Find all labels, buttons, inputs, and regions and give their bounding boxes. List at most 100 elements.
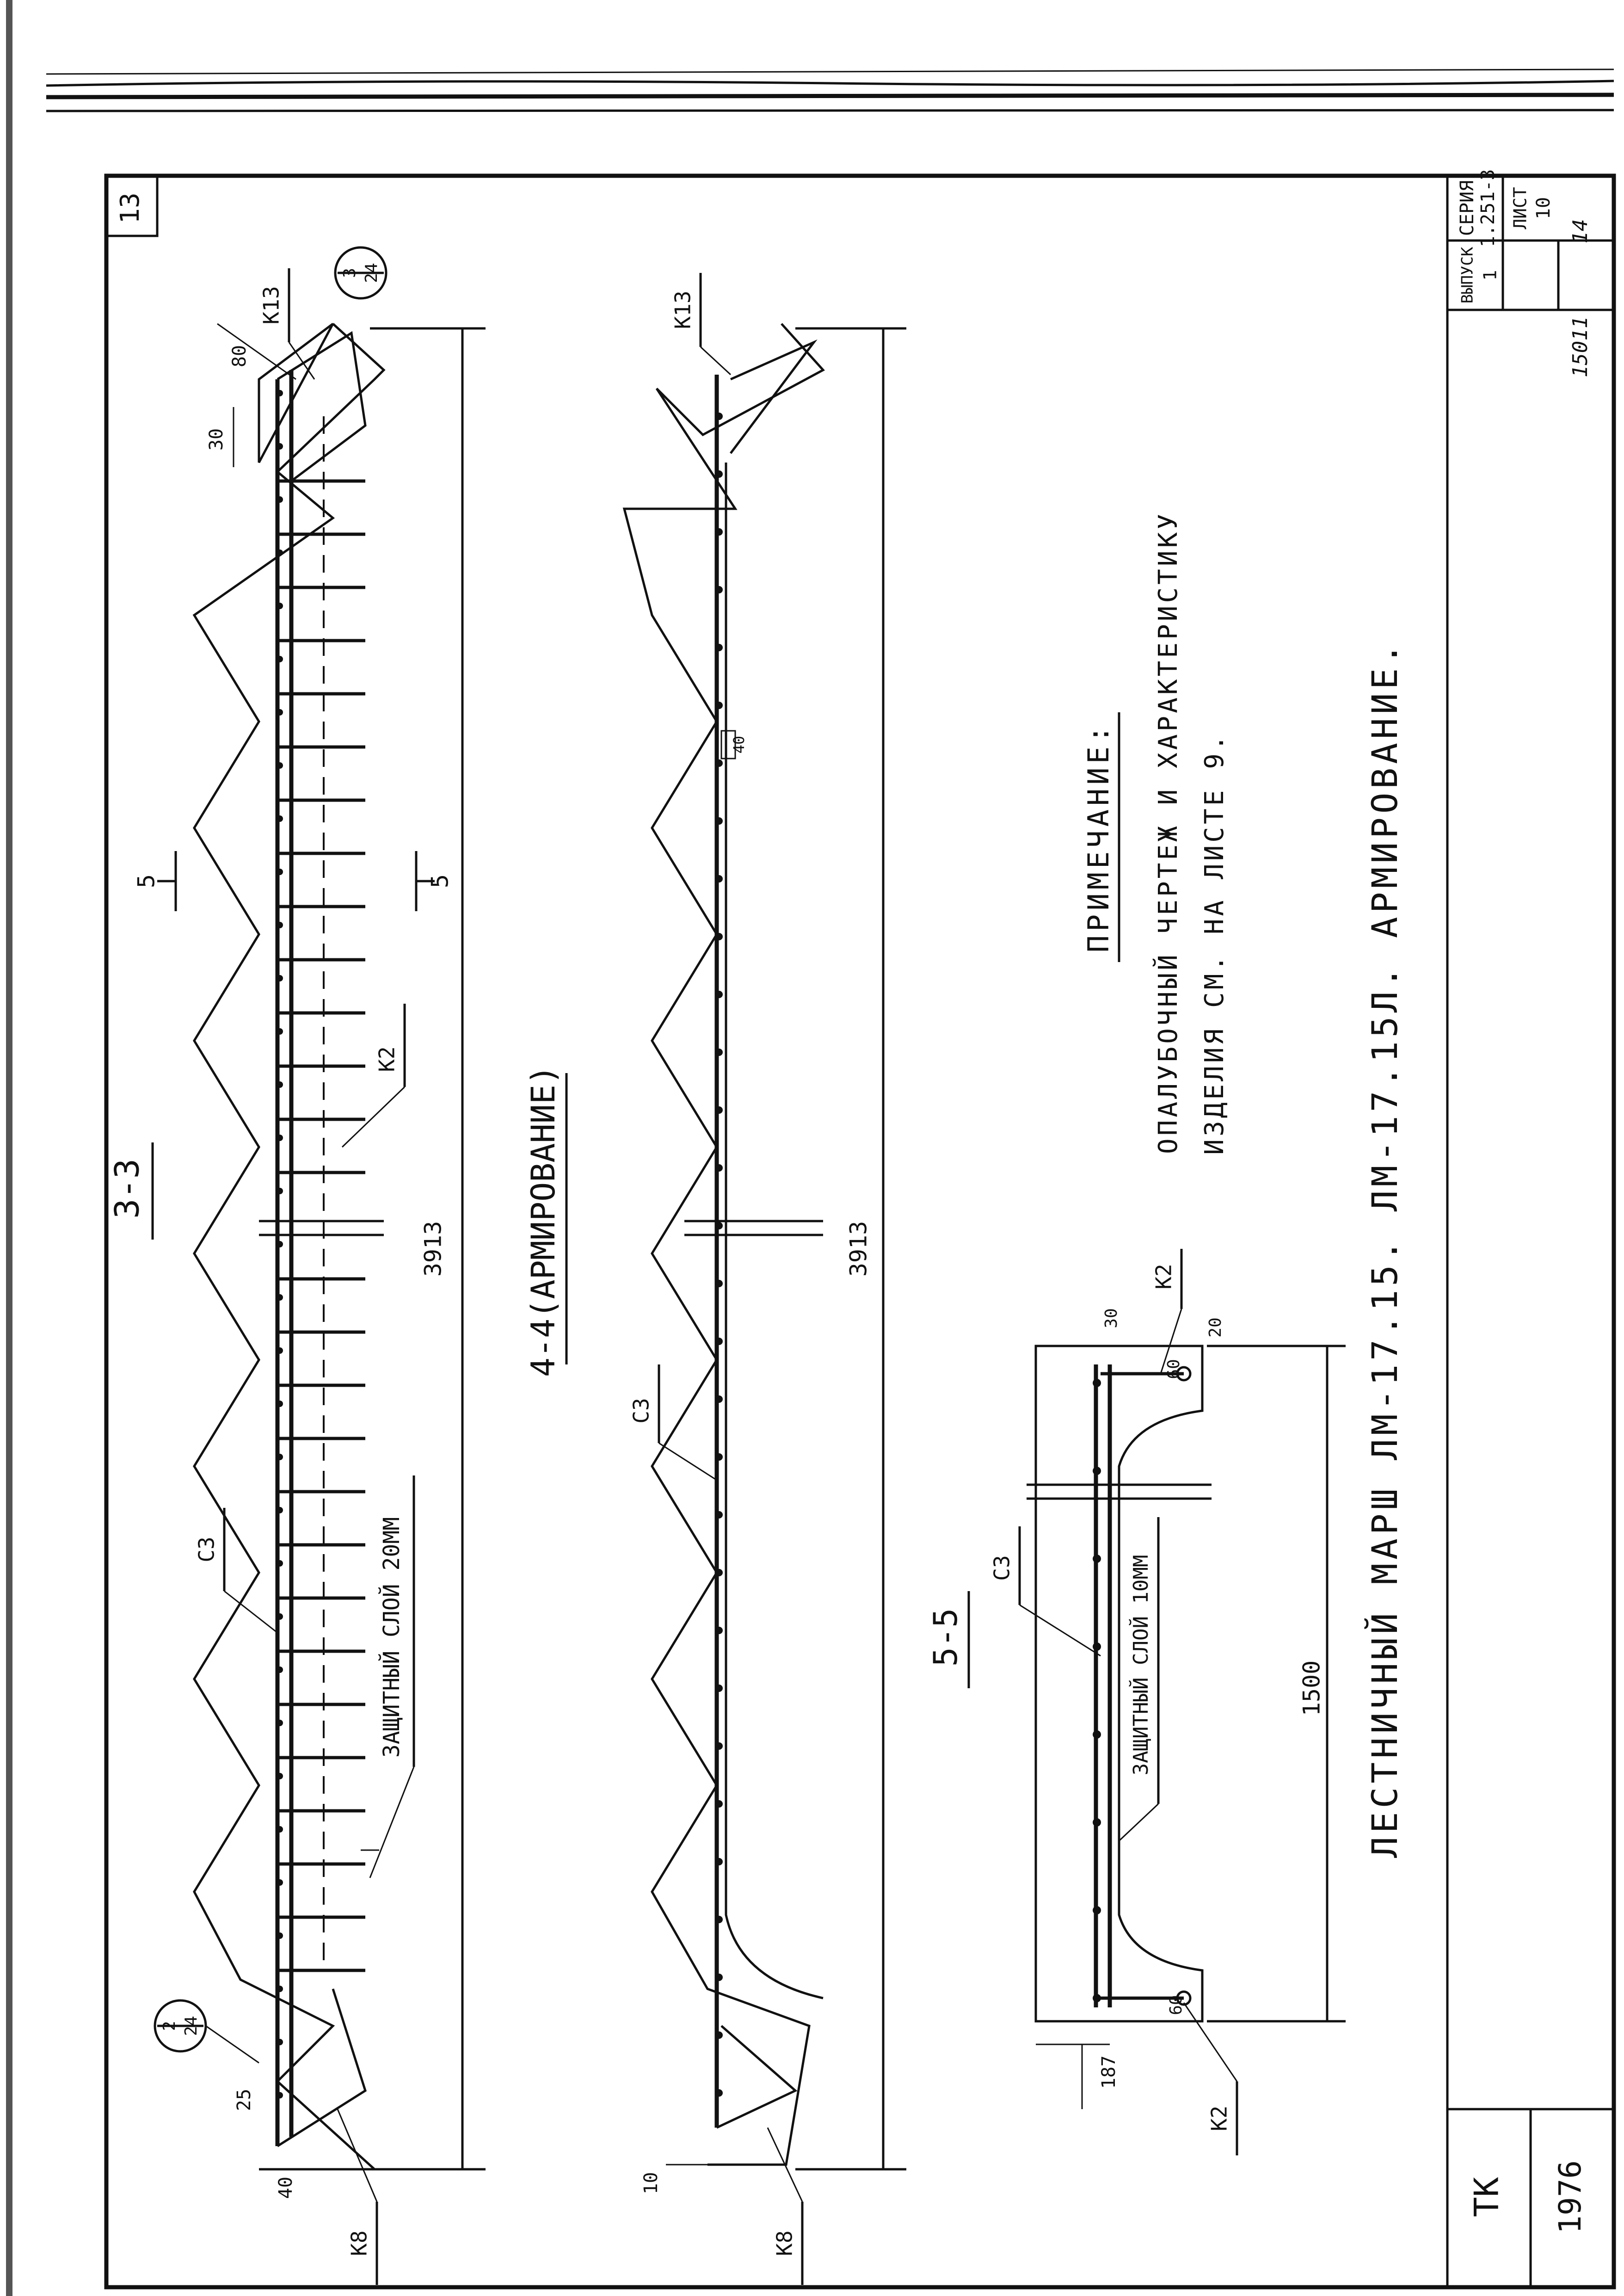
bar-dot bbox=[277, 1135, 283, 1141]
dim-20: 20 bbox=[1206, 1317, 1225, 1337]
bar-dot bbox=[277, 2092, 283, 2098]
bar-dot bbox=[715, 759, 723, 767]
section-4-4-length: 3913 bbox=[845, 1221, 872, 1277]
bar-dot bbox=[715, 470, 723, 478]
section-4-4-bar-dots bbox=[715, 413, 723, 2097]
note-line-2: ИЗДЕЛИЯ СМ. НА ЛИСТЕ 9. bbox=[1200, 732, 1230, 1154]
bar-dot bbox=[277, 2039, 283, 2045]
bar-dot bbox=[277, 1241, 283, 1247]
section-3-3: 3-3 3913 5 5 К13 К2 С3 bbox=[108, 246, 486, 2285]
bar-dot bbox=[277, 815, 283, 822]
detail-ref-top-den: 24 bbox=[362, 263, 381, 283]
bar-dot bbox=[277, 1081, 283, 1088]
mark-k2-top-5-5: К2 bbox=[1151, 1264, 1176, 1289]
bar-dot bbox=[715, 1685, 723, 1692]
bar-dot bbox=[277, 1986, 283, 1992]
bar-dot bbox=[715, 991, 723, 998]
section-3-3-length: 3913 bbox=[420, 1221, 447, 1277]
stamp-series-value: 1.251-3 bbox=[1477, 169, 1499, 247]
section-5-5-outline bbox=[1034, 1345, 1204, 2023]
dim-10: 10 bbox=[640, 2172, 662, 2194]
bar-dot bbox=[277, 390, 283, 396]
stamp-issue-label: ВЫПУСК bbox=[1458, 247, 1477, 303]
header-lines bbox=[6, 0, 1614, 2296]
dim-40-3-3: 40 bbox=[275, 2177, 296, 2199]
bar-dot bbox=[715, 2089, 723, 2097]
bar-dot bbox=[277, 1294, 283, 1301]
bar-dot bbox=[1093, 1379, 1101, 1387]
sheet-frame: 13 bbox=[104, 173, 1616, 2290]
bar-dot bbox=[277, 1401, 283, 1407]
mark-c3-5-5: С3 bbox=[990, 1555, 1015, 1580]
organization-code: ТК bbox=[1467, 2177, 1506, 2217]
bar-dot bbox=[715, 1338, 723, 1345]
cover-note-3-3: ЗАЩИТНЫЙ СЛОЙ 20ММ bbox=[378, 1517, 405, 1758]
bar-dot bbox=[715, 1627, 723, 1634]
bar-dot bbox=[277, 496, 283, 503]
sheet-number: 13 bbox=[115, 192, 145, 223]
stamp-sheet-value: 10 bbox=[1533, 197, 1554, 219]
detail-ref-bottom-num: 2 bbox=[160, 2021, 179, 2031]
bar-dot bbox=[715, 1742, 723, 1750]
bar-dot bbox=[277, 1720, 283, 1726]
dim-30-5-5: 30 bbox=[1102, 1308, 1121, 1328]
bar-dot bbox=[715, 702, 723, 709]
bar-dot bbox=[1093, 1642, 1101, 1651]
bar-dot bbox=[715, 933, 723, 940]
bar-dot bbox=[1093, 1555, 1101, 1563]
bar-dot bbox=[277, 1454, 283, 1460]
section-5-5-width: 1500 bbox=[1298, 1660, 1325, 1716]
cut-mark-5-left: 5 bbox=[133, 874, 160, 888]
note-block: ПРИМЕЧАНИЕ: ОПАЛУБОЧНЫЙ ЧЕРТЕЖ И ХАРАКТЕ… bbox=[1082, 511, 1230, 1155]
bar-dot bbox=[715, 1916, 723, 1923]
bar-dot bbox=[715, 1395, 723, 1403]
mark-k13-3-3: К13 bbox=[259, 286, 284, 324]
bar-dot bbox=[715, 1569, 723, 1576]
section-3-3-label: 3-3 bbox=[108, 1159, 147, 1219]
bar-dot bbox=[277, 762, 283, 769]
cover-note-5-5: ЗАЩИТНЫЙ СЛОЙ 10ММ bbox=[1128, 1555, 1153, 1776]
stamp-issue-value: 1 bbox=[1480, 270, 1501, 281]
title-block: ТК 1976 bbox=[1446, 310, 1615, 2289]
note-line-1: ОПАЛУБОЧНЫЙ ЧЕРТЕЖ И ХАРАКТЕРИСТИКУ bbox=[1153, 511, 1183, 1154]
dim-25: 25 bbox=[234, 2089, 255, 2111]
bar-dot bbox=[1093, 1818, 1101, 1827]
bar-dot bbox=[715, 1049, 723, 1056]
dim-30: 30 bbox=[206, 428, 227, 451]
year: 1976 bbox=[1552, 2160, 1588, 2234]
bar-dot bbox=[277, 603, 283, 609]
bar-dot bbox=[277, 869, 283, 875]
bar-dot bbox=[277, 922, 283, 928]
bar-dot bbox=[1093, 1994, 1101, 2002]
stamp-series-label: СЕРИЯ bbox=[1457, 180, 1478, 236]
bar-dot bbox=[277, 1826, 283, 1833]
section-5-5-bar-dots bbox=[1093, 1379, 1101, 2002]
mark-k2-bottom-5-5: К2 bbox=[1207, 2105, 1232, 2131]
detail-ref-bottom-den: 24 bbox=[182, 2016, 201, 2036]
stamp-page: 14 bbox=[1569, 219, 1592, 244]
bar-dot bbox=[715, 875, 723, 883]
bar-dot bbox=[277, 1879, 283, 1886]
bar-dot bbox=[715, 528, 723, 536]
note-heading: ПРИМЕЧАНИЕ: bbox=[1082, 722, 1115, 953]
bar-dot bbox=[715, 817, 723, 825]
bar-dot bbox=[715, 1280, 723, 1287]
bar-dot bbox=[277, 1347, 283, 1354]
mark-c3-4-4: С3 bbox=[629, 1398, 654, 1423]
bar-dot bbox=[277, 1932, 283, 1939]
detail-ref-top-num: 3 bbox=[340, 268, 359, 278]
bar-dot bbox=[1093, 1467, 1101, 1475]
bar-dot bbox=[277, 1507, 283, 1513]
bar-dot bbox=[715, 413, 723, 420]
bar-dot bbox=[277, 709, 283, 716]
title-stamp: СЕРИЯ 1.251-3 ВЫПУСК 1 ЛИСТ 10 15011 14 bbox=[1446, 169, 1615, 377]
bar-dot bbox=[277, 975, 283, 981]
dim-60-top: 60 bbox=[1164, 1359, 1183, 1379]
dim-60-bottom: 60 bbox=[1167, 1995, 1186, 2015]
bar-dot bbox=[277, 1613, 283, 1620]
mark-k8-3-3: К8 bbox=[347, 2230, 372, 2256]
section-4-4: 4-4(АРМИРОВАНИЕ) 3913 К13 С3 К8 40 10 bbox=[524, 273, 906, 2285]
bar-dot bbox=[715, 1858, 723, 1865]
section-3-3-outline bbox=[192, 323, 386, 2171]
